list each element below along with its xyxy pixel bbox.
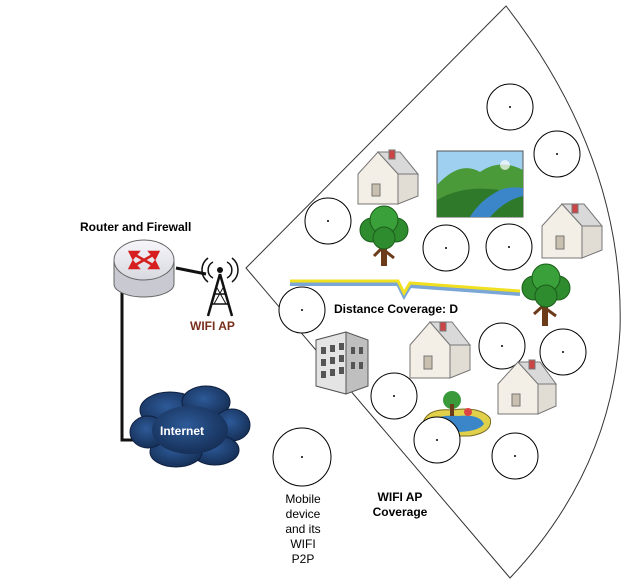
router-ap-cable <box>175 266 207 276</box>
mobile-label-line: WIFI <box>290 537 316 551</box>
mobile-label-line: device <box>285 507 321 521</box>
coverage-sector <box>245 5 621 579</box>
distance-coverage-label: Distance Coverage: D <box>334 302 459 316</box>
tree-icon <box>521 263 571 326</box>
house-icon <box>409 321 472 379</box>
wifi-ap-label: WIFI AP <box>190 319 235 333</box>
tree-icon <box>359 205 409 266</box>
router-icon <box>113 239 175 298</box>
house-icon <box>541 203 604 259</box>
mobile-label-line: Mobile <box>285 492 321 506</box>
mobile-device-label: Mobile device and its WIFI P2P <box>274 492 332 567</box>
lightning-icon <box>290 279 521 301</box>
internet-cloud-icon <box>129 385 251 468</box>
coverage-label-line: Coverage <box>372 505 428 519</box>
wifi-antenna-icon <box>201 257 239 317</box>
coverage-label-line: WIFI AP <box>377 490 423 504</box>
mobile-label-line: and its <box>285 522 321 536</box>
landscape-picture-icon <box>436 150 524 218</box>
house-icon <box>357 149 420 205</box>
mobile-label-line: P2P <box>291 552 315 566</box>
internet-label: Internet <box>160 424 205 438</box>
wifi-coverage-label: WIFI AP Coverage <box>360 490 440 520</box>
house-icon <box>497 359 557 415</box>
office-building-icon <box>315 331 369 395</box>
router-firewall-label: Router and Firewall <box>80 220 192 234</box>
